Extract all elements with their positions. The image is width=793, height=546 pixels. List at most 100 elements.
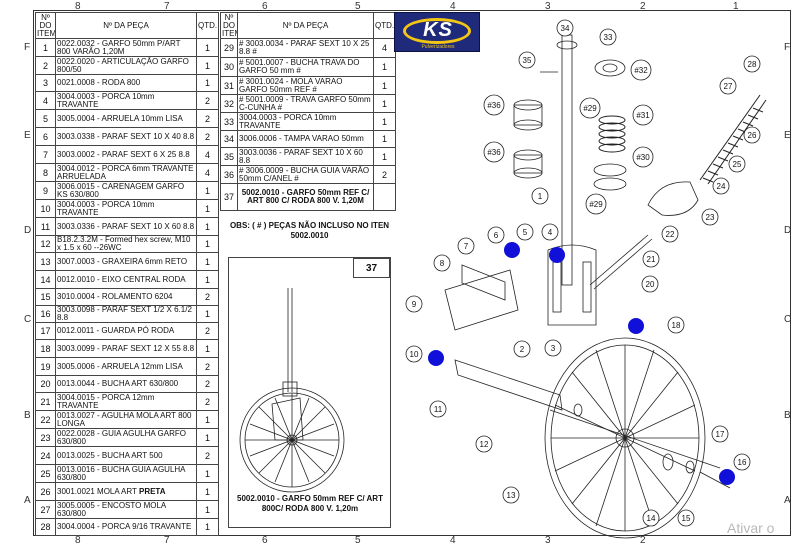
callout-label: 18 bbox=[672, 321, 681, 330]
callout-label: 34 bbox=[561, 24, 570, 33]
callout-label: 35 bbox=[523, 56, 532, 65]
row-letter: B bbox=[24, 410, 31, 421]
callout-circle bbox=[599, 28, 617, 46]
callout-label: 26 bbox=[748, 131, 757, 140]
callout-circle bbox=[579, 97, 601, 119]
part-quantity: 1 bbox=[196, 518, 219, 536]
callout-circle bbox=[667, 316, 685, 334]
callout-balloon: 9 bbox=[405, 295, 423, 313]
callout-balloon: 4 bbox=[541, 223, 559, 241]
logo-ring-icon bbox=[403, 18, 471, 44]
callout-balloon: #30 bbox=[632, 146, 654, 168]
column-number: 7 bbox=[164, 535, 170, 546]
column-number: 7 bbox=[164, 1, 170, 12]
table-row: 31# 3001.0024 - MOLA VARAO GARFO 50mm RE… bbox=[220, 76, 396, 95]
callout-label: 22 bbox=[666, 230, 675, 239]
callout-balloon: 5 bbox=[516, 223, 534, 241]
callout-label: 17 bbox=[716, 430, 725, 439]
main-assembly-icon bbox=[444, 34, 767, 539]
callout-label: 13 bbox=[507, 491, 516, 500]
callout-balloon: #29 bbox=[585, 193, 607, 215]
column-number: 1 bbox=[733, 1, 739, 12]
callout-balloon: #36 bbox=[483, 141, 505, 163]
callout-circle bbox=[513, 340, 531, 358]
marker-group bbox=[428, 242, 735, 485]
callout-circle bbox=[483, 94, 505, 116]
callout-label: #30 bbox=[636, 153, 650, 162]
callout-group: 343335#322827#36#29#3126#36#3025#2912423… bbox=[405, 19, 761, 527]
callout-label: 25 bbox=[733, 160, 742, 169]
callout-circle bbox=[630, 59, 652, 81]
callout-balloon: 13 bbox=[502, 486, 520, 504]
part-quantity bbox=[373, 183, 396, 211]
callout-label: 4 bbox=[548, 228, 553, 237]
callout-balloon: 3 bbox=[544, 339, 562, 357]
column-number: 4 bbox=[450, 1, 456, 12]
callout-label: 16 bbox=[738, 458, 747, 467]
callout-balloon: #29 bbox=[579, 97, 601, 119]
callout-circle bbox=[677, 509, 695, 527]
callout-circle bbox=[712, 177, 730, 195]
callout-balloon: 6 bbox=[487, 226, 505, 244]
callout-circle bbox=[632, 146, 654, 168]
row-letter: E bbox=[784, 130, 791, 141]
column-number: 6 bbox=[262, 1, 268, 12]
callout-label: 12 bbox=[480, 440, 489, 449]
callout-balloon: 12 bbox=[475, 435, 493, 453]
callout-circle bbox=[405, 345, 423, 363]
column-number: 2 bbox=[640, 1, 646, 12]
logo-subtext: Pulverizadores bbox=[421, 44, 455, 50]
callout-circle bbox=[502, 486, 520, 504]
callout-label: #36 bbox=[487, 101, 501, 110]
callout-circle bbox=[556, 19, 574, 37]
callout-label: 33 bbox=[604, 33, 613, 42]
callout-balloon: 10 bbox=[405, 345, 423, 363]
callout-balloon: 28 bbox=[743, 55, 761, 73]
callout-balloon: 11 bbox=[429, 400, 447, 418]
callout-label: #31 bbox=[636, 111, 650, 120]
row-letter: A bbox=[24, 495, 31, 506]
callout-balloon: 14 bbox=[642, 509, 660, 527]
column-number: 5 bbox=[355, 1, 361, 12]
part-description: 3006.0015 - CARENAGEM GARFO KS 630/800 bbox=[55, 181, 197, 200]
marker-dot-icon bbox=[628, 318, 644, 334]
callout-circle bbox=[743, 126, 761, 144]
row-letter: E bbox=[24, 130, 31, 141]
callout-label: 23 bbox=[706, 213, 715, 222]
callout-label: 3 bbox=[551, 344, 556, 353]
callout-balloon: 1 bbox=[531, 187, 549, 205]
column-number: 4 bbox=[450, 535, 456, 546]
callout-circle bbox=[457, 237, 475, 255]
detail-fork-wheel-icon bbox=[239, 288, 345, 493]
callout-circle bbox=[632, 104, 654, 126]
detail-item-number: 37 bbox=[353, 258, 390, 278]
column-number: 8 bbox=[75, 1, 81, 12]
column-number: 6 bbox=[262, 535, 268, 546]
callout-balloon: 22 bbox=[661, 225, 679, 243]
callout-circle bbox=[719, 77, 737, 95]
callout-balloon: 8 bbox=[433, 254, 451, 272]
part-description: 5002.0010 - GARFO 50mm REF C/ ART 800 C/… bbox=[237, 183, 374, 211]
row-letter: D bbox=[784, 225, 792, 236]
callout-label: 14 bbox=[647, 514, 656, 523]
callout-balloon: 17 bbox=[711, 425, 729, 443]
callout-balloon: 35 bbox=[518, 51, 536, 69]
callout-balloon: 27 bbox=[719, 77, 737, 95]
callout-circle bbox=[733, 453, 751, 471]
marker-dot-icon bbox=[719, 469, 735, 485]
callout-label: #29 bbox=[589, 200, 603, 209]
callout-balloon: 33 bbox=[599, 28, 617, 46]
callout-balloon: 26 bbox=[743, 126, 761, 144]
callout-circle bbox=[642, 509, 660, 527]
